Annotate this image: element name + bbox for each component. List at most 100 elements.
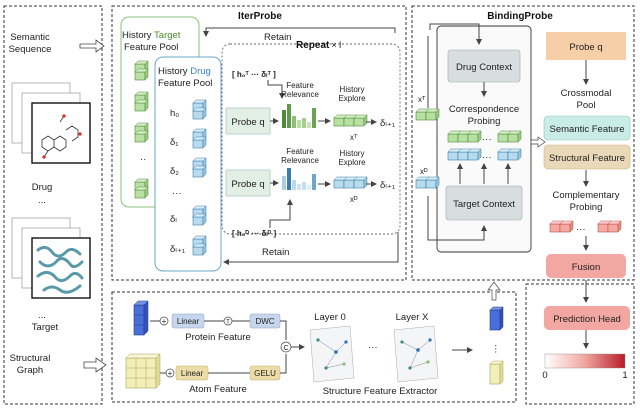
drug-context-label: Drug Context xyxy=(456,62,512,73)
h-target-label: [ h₀ᵀ ··· δₗᵀ ] xyxy=(232,70,276,79)
layer0-label: Layer 0 xyxy=(314,312,346,323)
complementary-label-1: Complementary xyxy=(552,190,619,201)
right-probe-q-box xyxy=(546,32,626,60)
semantic-sequence-label-2: Sequence xyxy=(9,44,52,55)
target-pool-history: History xyxy=(122,30,154,41)
plus-circle-bottom xyxy=(165,368,175,378)
explore-x-label-2: xᴰ xyxy=(350,195,358,204)
gelu-to-concat-line xyxy=(280,354,287,374)
pool-h0: h₀ xyxy=(170,108,179,119)
feature-relevance-1-a: Feature xyxy=(286,81,314,90)
structural-feature-label: Structural Feature xyxy=(549,153,625,164)
pool-delta2: δ₂ xyxy=(170,166,179,177)
history-explore-2-b: Explore xyxy=(338,158,366,167)
target-pool-target: Target xyxy=(154,30,181,41)
prediction-head-module: Prediction Head 0 1 xyxy=(525,280,635,405)
atom-feature-label: Atom Feature xyxy=(189,384,247,395)
extractor-caption: Structure Feature Extractor xyxy=(323,386,438,397)
left-ellipsis-1: ... xyxy=(38,195,46,206)
pool-deltal1: δₗ₊₁ xyxy=(170,244,185,255)
structural-graph-label-1: Structural xyxy=(10,353,51,364)
pool-deltal: δₗ xyxy=(170,214,177,225)
layerx-label: Layer X xyxy=(396,312,429,323)
dwc-label: DWC xyxy=(255,317,274,326)
prediction-head-label: Prediction Head xyxy=(553,314,621,325)
retain-bottom-label: Retain xyxy=(262,247,289,258)
drug-pool-box xyxy=(154,56,222,272)
out-delta-2: δₗ₊₁ xyxy=(380,180,395,191)
feature-relevance-2-b: Relevance xyxy=(281,156,319,165)
target-pool-subtitle: Feature Pool xyxy=(124,42,178,53)
retain-top-label: Retain xyxy=(264,32,291,43)
repeat-region xyxy=(221,43,401,235)
dwc-to-concat-line xyxy=(280,320,287,340)
right-probe-q-label: Probe q xyxy=(569,42,602,53)
relevance-bars-1 xyxy=(282,104,316,128)
iterprobe-module: IterProbe History Target Feature Pool ··… xyxy=(111,5,407,281)
feature-relevance-1-b: Relevance xyxy=(281,90,319,99)
probe-q-label-1: Probe q xyxy=(231,117,264,128)
colorbar-max: 1 xyxy=(622,370,627,381)
explore-cubes-2 xyxy=(333,176,368,189)
explore-cubes-1 xyxy=(333,114,368,127)
fusion-box xyxy=(546,254,626,278)
crossmodal-label-2: Pool xyxy=(576,100,595,111)
gelu-label: GELU xyxy=(254,369,276,378)
repeat-label: Repeat× l xyxy=(296,40,341,51)
iterprobe-border xyxy=(111,5,407,281)
correspondence-label: Correspondence xyxy=(449,104,519,115)
probe-q-box-2 xyxy=(225,169,271,197)
retain-bottom-arrow xyxy=(223,232,399,265)
complementary-ellipsis: ··· xyxy=(576,224,586,235)
explore-x-label-1: xᵀ xyxy=(350,133,358,142)
correspondence-green-cubes: ··· xyxy=(447,130,522,145)
out-delta-1: δₗ₊₁ xyxy=(380,118,395,129)
semantic-feature-box xyxy=(543,115,631,141)
binding-xt-label: xᵀ xyxy=(418,95,426,104)
probe-q-label-2: Probe q xyxy=(231,179,264,190)
repeat-word: Repeat xyxy=(296,40,330,51)
linear-top-label: Linear xyxy=(177,317,200,326)
bindingprobe-title: BindingProbe xyxy=(487,11,553,22)
concat-symbol: C xyxy=(283,345,288,352)
input-column-border xyxy=(3,5,103,405)
output-ellipsis: ⋮ xyxy=(491,344,501,355)
history-explore-1-a: History xyxy=(340,85,365,94)
atom-stack-icon xyxy=(125,353,161,389)
correspondence-blue-cubes: ··· xyxy=(447,148,522,163)
correspondence-ellipsis-2: ··· xyxy=(482,152,492,163)
drug-label: Drug xyxy=(32,182,53,193)
layers-ellipsis: ··· xyxy=(368,342,378,353)
probing-label: Probing xyxy=(468,116,501,127)
target-pool-cubes: ·· xyxy=(134,60,149,199)
input-column: Semantic Sequence Drug ... ... Target St… xyxy=(3,5,107,405)
semantic-feature-label: Semantic Feature xyxy=(550,124,625,135)
drug-pool-drug: Drug xyxy=(190,66,211,77)
binding-xd-cubes xyxy=(415,176,440,189)
left-ellipsis-2: ... xyxy=(38,310,46,321)
complementary-label-2: Probing xyxy=(570,202,603,213)
extractor-border xyxy=(111,291,517,403)
prediction-border xyxy=(525,283,635,405)
bindingprobe-module: BindingProbe Drug Context Correspondence… xyxy=(411,5,635,281)
drug-image-stack xyxy=(11,82,91,164)
complementary-cubes: ··· xyxy=(549,220,622,235)
linear-bottom-label: Linear xyxy=(181,369,204,378)
target-pool-ellipsis: ·· xyxy=(140,154,146,165)
repeat-count: × l xyxy=(331,40,341,50)
colorbar-min: 0 xyxy=(542,370,547,381)
h-drug-label: [ h₀ᴰ ··· δₗᴰ ] xyxy=(232,229,276,238)
extractor-module: + Linear T DWC Protein Feature + Linear … xyxy=(111,281,517,403)
plus-top: + xyxy=(162,317,167,326)
structural-input-arrow-icon xyxy=(83,357,107,373)
binding-output-arrow-icon xyxy=(530,136,546,148)
target-context-box xyxy=(445,185,523,221)
target-image-stack xyxy=(11,217,91,299)
bindingprobe-border xyxy=(411,5,635,281)
protein-icon xyxy=(36,245,84,294)
prediction-head-box xyxy=(544,306,630,330)
transpose-symbol: T xyxy=(226,320,230,326)
extractor-output-stacks: ⋮ xyxy=(489,306,504,385)
feature-relevance-2-a: Feature xyxy=(286,147,314,156)
